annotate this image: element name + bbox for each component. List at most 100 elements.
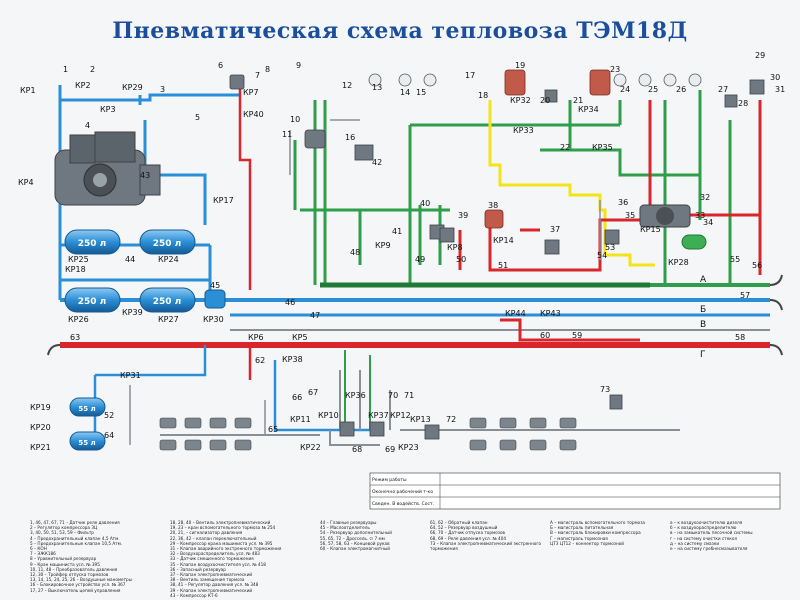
legend-item: 8 – Уравнительный резервуар — [30, 556, 97, 562]
svg-text:1: 1 — [63, 65, 68, 74]
legend-item: 3, 40, 50, 51, 53, 59 – Фильтр — [30, 530, 94, 536]
legend-item: Б – магистраль питательная — [550, 525, 614, 531]
small-reservoirs: 55 л 55 л — [69, 397, 106, 451]
valve-label: КР38 — [282, 355, 303, 364]
valve-label: КР13 — [410, 415, 431, 424]
legend-item: 6 – КОН — [30, 546, 47, 552]
legend-item: е – на систему гребнесмазывателя — [670, 546, 748, 552]
svg-text:65: 65 — [268, 425, 278, 434]
valve-label: КР23 — [398, 443, 419, 452]
legend-item: А – магистраль вспомогательного тормоза — [550, 520, 645, 525]
valve-label: КР19 — [30, 403, 51, 412]
devices — [229, 74, 765, 440]
svg-text:5: 5 — [195, 113, 200, 122]
line-label-a: А — [700, 275, 707, 285]
air-distributor — [639, 204, 691, 228]
legend-item: 44 – Главные резервуары — [320, 520, 377, 525]
svg-text:68: 68 — [352, 445, 362, 454]
main-reservoirs: 250 л 250 л 250 л 250 л — [64, 229, 196, 313]
legend-item: 19, 23 – кран вспомогательного тормоза №… — [170, 525, 276, 531]
compressor — [54, 131, 161, 206]
svg-text:64: 64 — [104, 431, 114, 440]
svg-text:24: 24 — [620, 85, 630, 94]
legend-item: 13, 14, 15, 24, 25, 26 – Воздушные маном… — [30, 577, 133, 583]
valve-label: КР14 — [493, 236, 514, 245]
svg-text:27: 27 — [718, 85, 728, 94]
svg-text:29: 29 — [755, 51, 765, 60]
svg-text:50: 50 — [456, 255, 466, 264]
status-table: Режим работы Оконечно рабочений т-ко Све… — [369, 472, 781, 510]
legend-col-2: 18, 28, 40 – Вентиль электропневматическ… — [170, 520, 310, 598]
legend-item: 18, 28, 40 – Вентиль электропневматическ… — [170, 520, 271, 525]
brake-valves — [484, 69, 611, 229]
svg-text:9: 9 — [296, 61, 301, 70]
legend-item: 2 – Регулятор компрессора ЗЦ — [30, 525, 98, 531]
valve-label: КР39 — [122, 308, 143, 317]
valve-label: КР7 — [243, 88, 259, 97]
legend-col-1: 1, 46, 47, 67, 71 – Датчик реле давления… — [30, 520, 160, 593]
valve-label: КР35 — [592, 143, 613, 152]
valve-labels: КР1 КР2 КР3 КР29 КР4 КР7 КР40 КР17 КР18 … — [18, 81, 689, 452]
svg-text:35: 35 — [625, 211, 635, 220]
legend-item: 43 – Компрессор КТ-6 — [170, 592, 218, 598]
valve-label: КР25 — [68, 255, 89, 264]
valve-label: КР29 — [122, 83, 143, 92]
legend-item: 45 – Маслоотделитель — [320, 525, 370, 531]
legend-item: 5 – Предохранительные клапан 10,5 Атм. — [30, 540, 123, 546]
legend-item: Г – магистраль тормозная — [550, 535, 608, 541]
table-row2-label: Оконечно рабочений т-ко — [372, 488, 433, 495]
svg-text:44: 44 — [125, 255, 135, 264]
valve-label: КР2 — [75, 81, 91, 90]
legend-item: 33 – Датчик смешенного торможения — [170, 556, 254, 562]
green-network — [293, 90, 732, 285]
svg-text:7: 7 — [255, 71, 260, 80]
svg-text:36: 36 — [618, 198, 628, 207]
valve-label: КР31 — [120, 371, 141, 380]
legend-item: 64, 52 – Резервуар воздушный — [430, 525, 498, 531]
component-numbers: 1 2 3 4 5 6 7 8 9 10 11 12 13 14 15 16 1… — [63, 51, 785, 454]
valve-label: КР24 — [158, 255, 179, 264]
svg-text:8: 8 — [265, 65, 270, 74]
legend-item: 4 – Предохранительный клапан 4,5 Атм. — [30, 535, 120, 541]
legend-item: 16 – Блокировочное устройство усл. № 367 — [30, 582, 126, 588]
legend-item: 29 – Компрессор крана машиниста усл. № 3… — [170, 540, 273, 546]
svg-text:19: 19 — [515, 61, 525, 70]
svg-text:21: 21 — [573, 96, 583, 105]
svg-text:6: 6 — [218, 61, 223, 70]
valve-label: КР4 — [18, 178, 34, 187]
svg-text:69: 69 — [385, 445, 395, 454]
svg-text:20: 20 — [540, 96, 550, 105]
svg-text:42: 42 — [372, 158, 382, 167]
svg-text:41: 41 — [392, 227, 402, 236]
legend-item: 36 – Запасный резервуар — [170, 566, 226, 572]
additional-reservoir — [681, 234, 707, 250]
legend-item: 17, 27 – Выключатель цепей управления — [30, 587, 121, 593]
svg-text:53: 53 — [605, 243, 615, 252]
valve-label: КР21 — [30, 443, 51, 452]
svg-text:12: 12 — [342, 81, 352, 90]
legend-item: 38, 41 – Регулятор давления усл. № 348 — [170, 582, 259, 588]
svg-text:10: 10 — [290, 115, 300, 124]
svg-text:31: 31 — [775, 85, 785, 94]
svg-text:73: 73 — [600, 385, 610, 394]
svg-text:46: 46 — [285, 298, 295, 307]
valve-label: КР18 — [65, 265, 86, 274]
valve-label: КР26 — [68, 315, 89, 324]
legend-item: а – к воздухоочистителю дизеля — [670, 520, 743, 525]
legend-item: б – к воздухораспределителю — [670, 525, 737, 531]
svg-text:67: 67 — [308, 388, 318, 397]
end-hoses — [47, 274, 783, 356]
legend-item: 20, 21, – сигнализатор давления — [170, 530, 243, 536]
valve-label: КР20 — [30, 423, 51, 432]
svg-text:49: 49 — [415, 255, 425, 264]
svg-text:40: 40 — [420, 199, 430, 208]
valve-label: КР5 — [292, 333, 308, 342]
svg-text:18: 18 — [478, 91, 488, 100]
legend-item: д – на систему смазки — [670, 540, 720, 546]
legend-item: 12, 30 – Тройфер отпуска тормозов — [30, 572, 109, 578]
valve-label: КР43 — [540, 309, 561, 318]
